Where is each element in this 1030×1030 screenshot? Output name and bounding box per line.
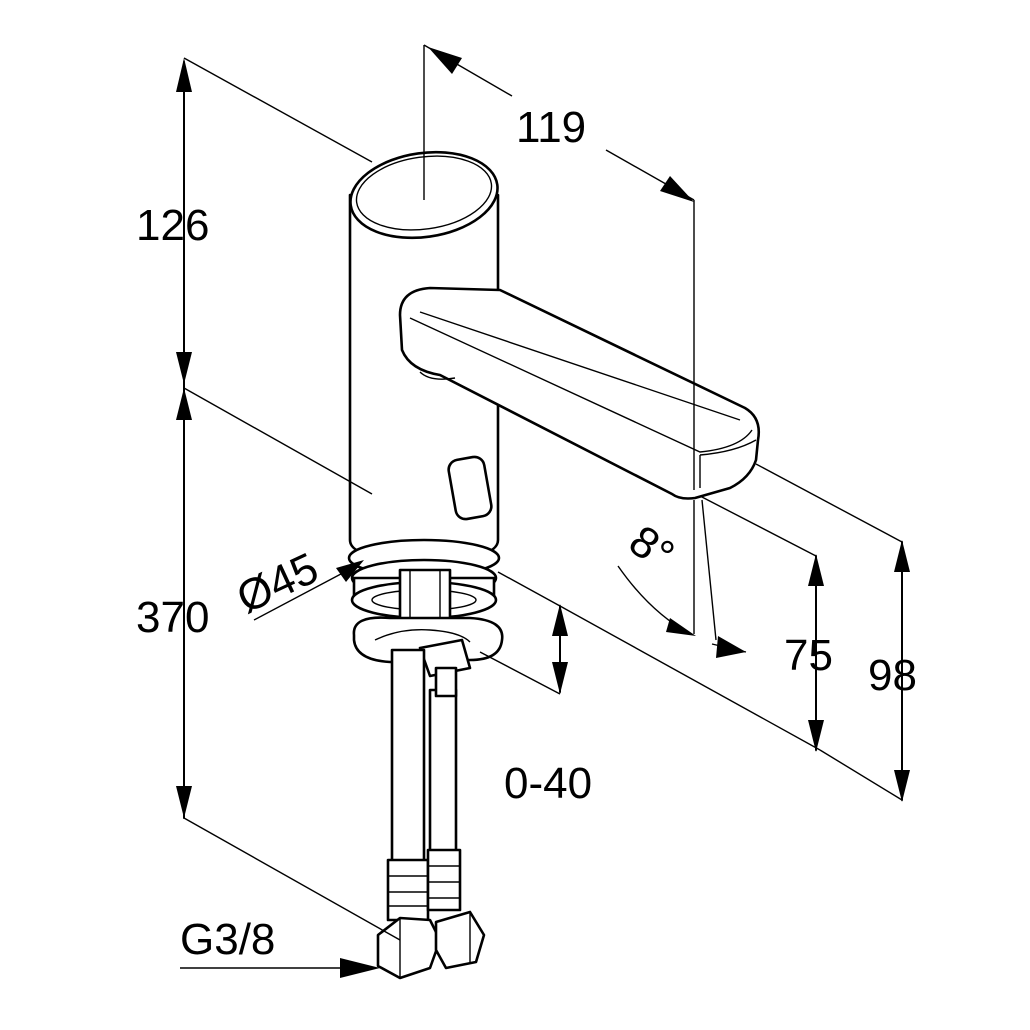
dimension-lines bbox=[176, 44, 910, 978]
dim-diameter: Ø45 bbox=[230, 544, 326, 624]
faucet-body bbox=[348, 150, 500, 562]
dim-spout-height: 75 bbox=[784, 631, 833, 680]
dim-angle: 8° bbox=[620, 516, 683, 580]
dim-top-depth: 119 bbox=[516, 103, 586, 152]
dim-head-height: 126 bbox=[136, 201, 209, 250]
dim-overall-height: 98 bbox=[868, 651, 917, 700]
dim-adjust-range: 0-40 bbox=[504, 759, 592, 808]
supply-hoses bbox=[376, 648, 486, 980]
dim-body-height: 370 bbox=[136, 593, 209, 642]
mounting-assembly bbox=[347, 538, 504, 678]
spout bbox=[398, 286, 760, 500]
dim-thread: G3/8 bbox=[180, 915, 275, 964]
dimension-labels: 119 126 370 Ø45 8° 75 98 0-40 G3/8 bbox=[136, 103, 917, 964]
sensor-window bbox=[447, 455, 493, 521]
